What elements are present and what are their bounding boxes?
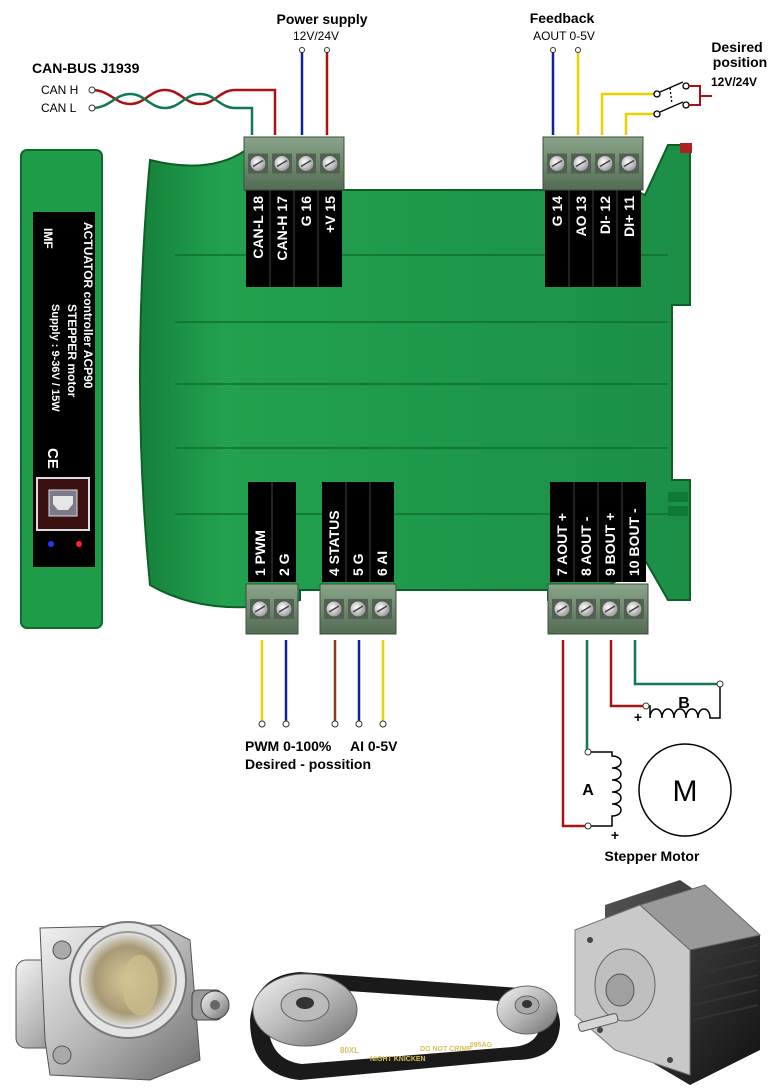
terminal-block-top-right (542, 136, 644, 191)
terminal-label: AO 13 (573, 196, 589, 237)
side-module: IMF ACTUATOR controller ACP90 STEPPER mo… (20, 149, 103, 629)
svg-text:IMF: IMF (41, 228, 55, 249)
wire-bout-plus (609, 640, 646, 708)
terminal-label: +V 15 (322, 196, 338, 233)
coil-b-label: B (678, 695, 690, 712)
throttle-body-photo (15, 921, 230, 1081)
can-bus-label: CAN-BUS J1939 (32, 60, 140, 76)
wire-can-h (91, 88, 277, 135)
wire-aout-plus (561, 640, 588, 828)
wire-di-plus (624, 112, 654, 135)
ai-range-label: AI 0-5V (350, 738, 398, 754)
ce-mark: CE (44, 448, 61, 469)
terminal-label: G 16 (298, 196, 314, 227)
module-supply: Supply : 9-36V / 15W (49, 304, 61, 412)
desired-label: Desired (711, 39, 762, 55)
terminal-label: 1 PWM (252, 530, 268, 576)
terminal-label: CAN-H 17 (274, 196, 290, 261)
wire-di-minus (600, 92, 654, 135)
power-supply-label: Power supply (276, 11, 367, 27)
coil-a-label: A (582, 782, 594, 799)
feedback-label: Feedback (530, 10, 595, 26)
belt-text-2: NIGHT KNICKEN (370, 1056, 426, 1063)
terminal-block-bottom-right (547, 583, 649, 635)
terminal-label: G 14 (549, 196, 565, 227)
coil-a (591, 751, 622, 827)
terminal-label: 6 AI (374, 551, 390, 576)
terminal-block-bottom-left (245, 583, 299, 635)
pwm-range-label: PWM 0-100% (245, 738, 332, 754)
terminal-label: 9 BOUT + (602, 513, 618, 576)
wires (91, 52, 720, 828)
led-red (76, 541, 82, 547)
belt-text-3: DO NOT CRIMP (420, 1046, 472, 1053)
terminal-label: 8 AOUT - (578, 516, 594, 576)
wire-can-l (91, 92, 254, 135)
terminal-label: 7 AOUT + (554, 513, 570, 576)
terminal-strip-bottom-right: 7 AOUT + 8 AOUT - 9 BOUT + 10 BOUT - (550, 482, 646, 582)
wire-bout-minus (633, 640, 720, 686)
motor-symbol (638, 743, 732, 837)
terminal-label: DI+ 11 (621, 196, 637, 237)
desired-possition-label: Desired - possition (245, 756, 371, 772)
terminal-block-bottom-mid (319, 583, 397, 635)
can-h-label: CAN H (41, 83, 78, 97)
terminal-label: 10 BOUT - (626, 508, 642, 576)
belt-text-1: 80XL (340, 1046, 359, 1055)
desired-voltage-label: 12V/24V (711, 75, 757, 89)
terminal-strip-top-right: G 14 AO 13 DI- 12 DI+ 11 (545, 190, 641, 287)
can-l-label: CAN L (41, 101, 77, 115)
terminal-label: DI- 12 (597, 196, 613, 234)
terminal-strip-bottom-mid: 4 STATUS 5 G 6 AI (322, 482, 394, 582)
stepper-motor-photo (574, 880, 762, 1085)
module-brand-logo: IMF (41, 228, 55, 249)
module-title: ACTUATOR controller ACP90 (81, 222, 95, 389)
module-subtitle: STEPPER motor (65, 304, 79, 398)
terminal-label: 2 G (276, 553, 292, 576)
usb-port[interactable] (36, 477, 90, 531)
belt-pulley-photo: 80XL NIGHT KNICKEN DO NOT CRIMP 095AG (250, 972, 560, 1080)
terminal-strip-bottom-left: 1 PWM 2 G (248, 482, 296, 582)
terminal-label: 4 STATUS (326, 510, 342, 576)
terminal-strip-top-left: CAN-L 18 CAN-H 17 G 16 +V 15 (246, 190, 342, 287)
terminal-label: CAN-L 18 (250, 196, 266, 259)
coil-b-plus: + (634, 709, 642, 725)
stepper-motor-label: Stepper Motor (605, 848, 700, 864)
feedback-signal-label: AOUT 0-5V (533, 29, 595, 43)
power-voltage-label: 12V/24V (293, 29, 339, 43)
belt-text-4: 095AG (470, 1042, 493, 1049)
terminal-label: 5 G (350, 553, 366, 576)
led-blue (48, 541, 54, 547)
terminal-block-top-left (243, 136, 345, 191)
position-switch[interactable] (653, 81, 712, 118)
coil-b (649, 687, 721, 719)
position-label: position (713, 54, 767, 70)
coil-a-plus: + (611, 827, 619, 843)
motor-letter: M (673, 775, 698, 808)
